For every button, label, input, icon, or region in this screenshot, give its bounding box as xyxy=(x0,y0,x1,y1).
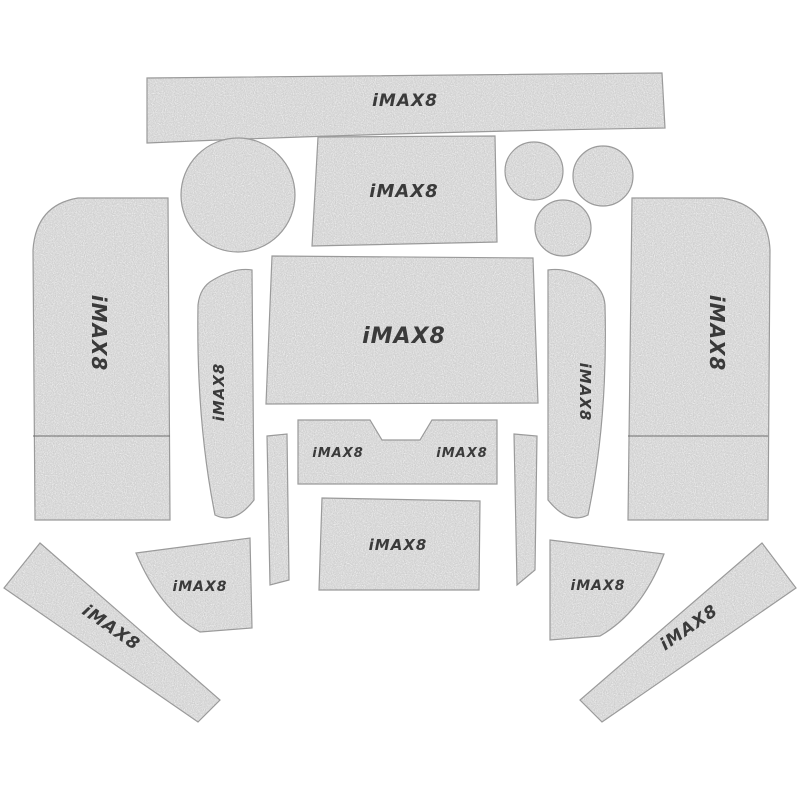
brand-logo: iMAX8 xyxy=(369,536,428,554)
upper-tray-piece: iMAX8 xyxy=(311,135,498,247)
brand-logo-secondary: iMAX8 xyxy=(436,446,488,461)
right-narrow-pocket-piece: iMAX8 xyxy=(547,268,606,519)
brand-logo: iMAX8 xyxy=(570,578,625,594)
center-notched-tray-piece: iMAX8 iMAX8 xyxy=(297,419,498,485)
round-coaster-small-1-piece xyxy=(504,141,564,201)
brand-logo: iMAX8 xyxy=(369,181,438,202)
right-long-wedge-piece: iMAX8 xyxy=(579,542,797,723)
left-small-pocket-piece: iMAX8 xyxy=(135,537,253,633)
left-narrow-pocket-piece: iMAX8 xyxy=(197,268,255,519)
right-door-panel-piece: iMAX8 xyxy=(627,197,771,521)
brand-logo: iMAX8 xyxy=(362,324,446,349)
round-coaster-left-piece xyxy=(180,137,296,253)
left-thin-strip-piece xyxy=(266,433,290,586)
center-console-large-piece: iMAX8 xyxy=(265,255,539,405)
brand-logo: iMAX8 xyxy=(87,295,111,372)
round-coaster-small-2-piece xyxy=(572,145,634,207)
brand-logo: iMAX8 xyxy=(576,363,594,422)
brand-logo: iMAX8 xyxy=(210,363,228,422)
top-strip-piece: iMAX8 xyxy=(146,72,666,144)
brand-logo: iMAX8 xyxy=(172,579,227,595)
round-coaster-small-3-piece xyxy=(534,199,592,257)
right-thin-strip-piece xyxy=(513,433,538,587)
left-door-panel-piece: iMAX8 xyxy=(32,197,171,521)
brand-logo: iMAX8 xyxy=(312,446,364,461)
brand-logo: iMAX8 xyxy=(705,295,729,372)
center-lower-tray-piece: iMAX8 xyxy=(318,497,481,591)
brand-logo: iMAX8 xyxy=(372,91,438,111)
right-small-pocket-piece: iMAX8 xyxy=(549,539,665,641)
